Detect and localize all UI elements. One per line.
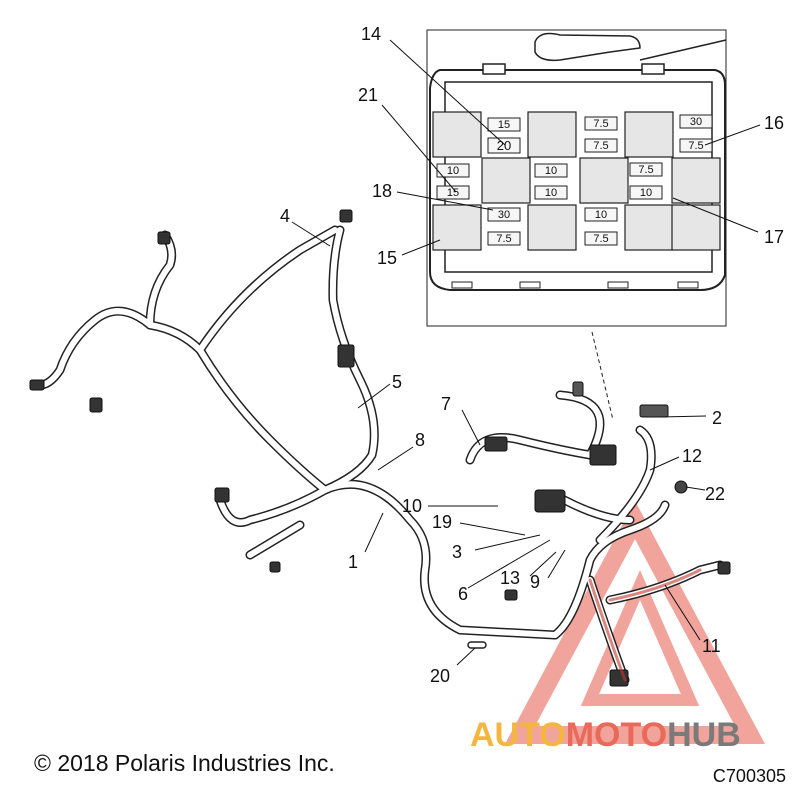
watermark-part-moto: MOTO (565, 716, 668, 754)
fuse-value: 30 (690, 116, 702, 128)
callout-4: 4 (280, 206, 290, 226)
fuse-value: 10 (545, 165, 557, 177)
callout-15: 15 (377, 248, 397, 268)
callout-12: 12 (682, 446, 702, 466)
fuse-value: 30 (498, 209, 510, 221)
callout-6: 6 (458, 584, 468, 604)
figure-id: C700305 (712, 766, 786, 786)
leader-lines (291, 39, 761, 666)
watermark-triangle-icon (504, 500, 766, 744)
fuse-value: 15 (447, 187, 459, 199)
callout-1: 1 (348, 552, 358, 572)
copyright-notice: © 2018 Polaris Industries Inc. (34, 750, 335, 776)
watermark-part-hub: HUB (667, 716, 741, 754)
fuse-value: 7.5 (688, 140, 703, 152)
fuse-value: 7.5 (593, 140, 608, 152)
callout-20: 20 (430, 666, 450, 686)
fuse-value: 7.5 (496, 233, 511, 245)
watermark-part-auto: AUTO (470, 716, 566, 754)
watermark-text: AUTOMOTOHUB (470, 716, 741, 755)
callout-labels: 1 2 3 4 5 6 7 8 9 10 11 12 13 14 15 16 1… (280, 24, 784, 686)
callout-17: 17 (764, 227, 784, 247)
callout-21: 21 (358, 85, 378, 105)
fuse-value: 10 (545, 187, 557, 199)
fuse-value: 10 (447, 165, 459, 177)
callout-2: 2 (712, 408, 722, 428)
callout-13: 13 (500, 568, 520, 588)
fuse-value: 7.5 (593, 233, 608, 245)
wiring-harness (29, 209, 731, 687)
callout-18: 18 (372, 181, 392, 201)
callout-19: 19 (432, 512, 452, 532)
reference-dashed-line (591, 331, 614, 421)
callout-8: 8 (415, 430, 425, 450)
callout-5: 5 (392, 372, 402, 392)
fuse-value: 7.5 (638, 164, 653, 176)
fuse-value: 15 (498, 119, 510, 131)
callout-7: 7 (441, 394, 451, 414)
fuse-value: 20 (497, 138, 511, 153)
callout-16: 16 (764, 113, 784, 133)
fuse-value: 10 (640, 187, 652, 199)
callout-3: 3 (452, 542, 462, 562)
fuse-box-inset: 15 20 7.5 7.5 30 7.5 10 15 10 10 7.5 10 … (426, 29, 727, 327)
callout-22: 22 (705, 484, 725, 504)
callout-14: 14 (361, 24, 381, 44)
callout-11: 11 (702, 636, 721, 656)
fuse-value: 10 (595, 209, 607, 221)
callout-10: 10 (402, 496, 422, 516)
callout-9: 9 (530, 572, 540, 592)
fuse-value: 7.5 (593, 118, 608, 130)
